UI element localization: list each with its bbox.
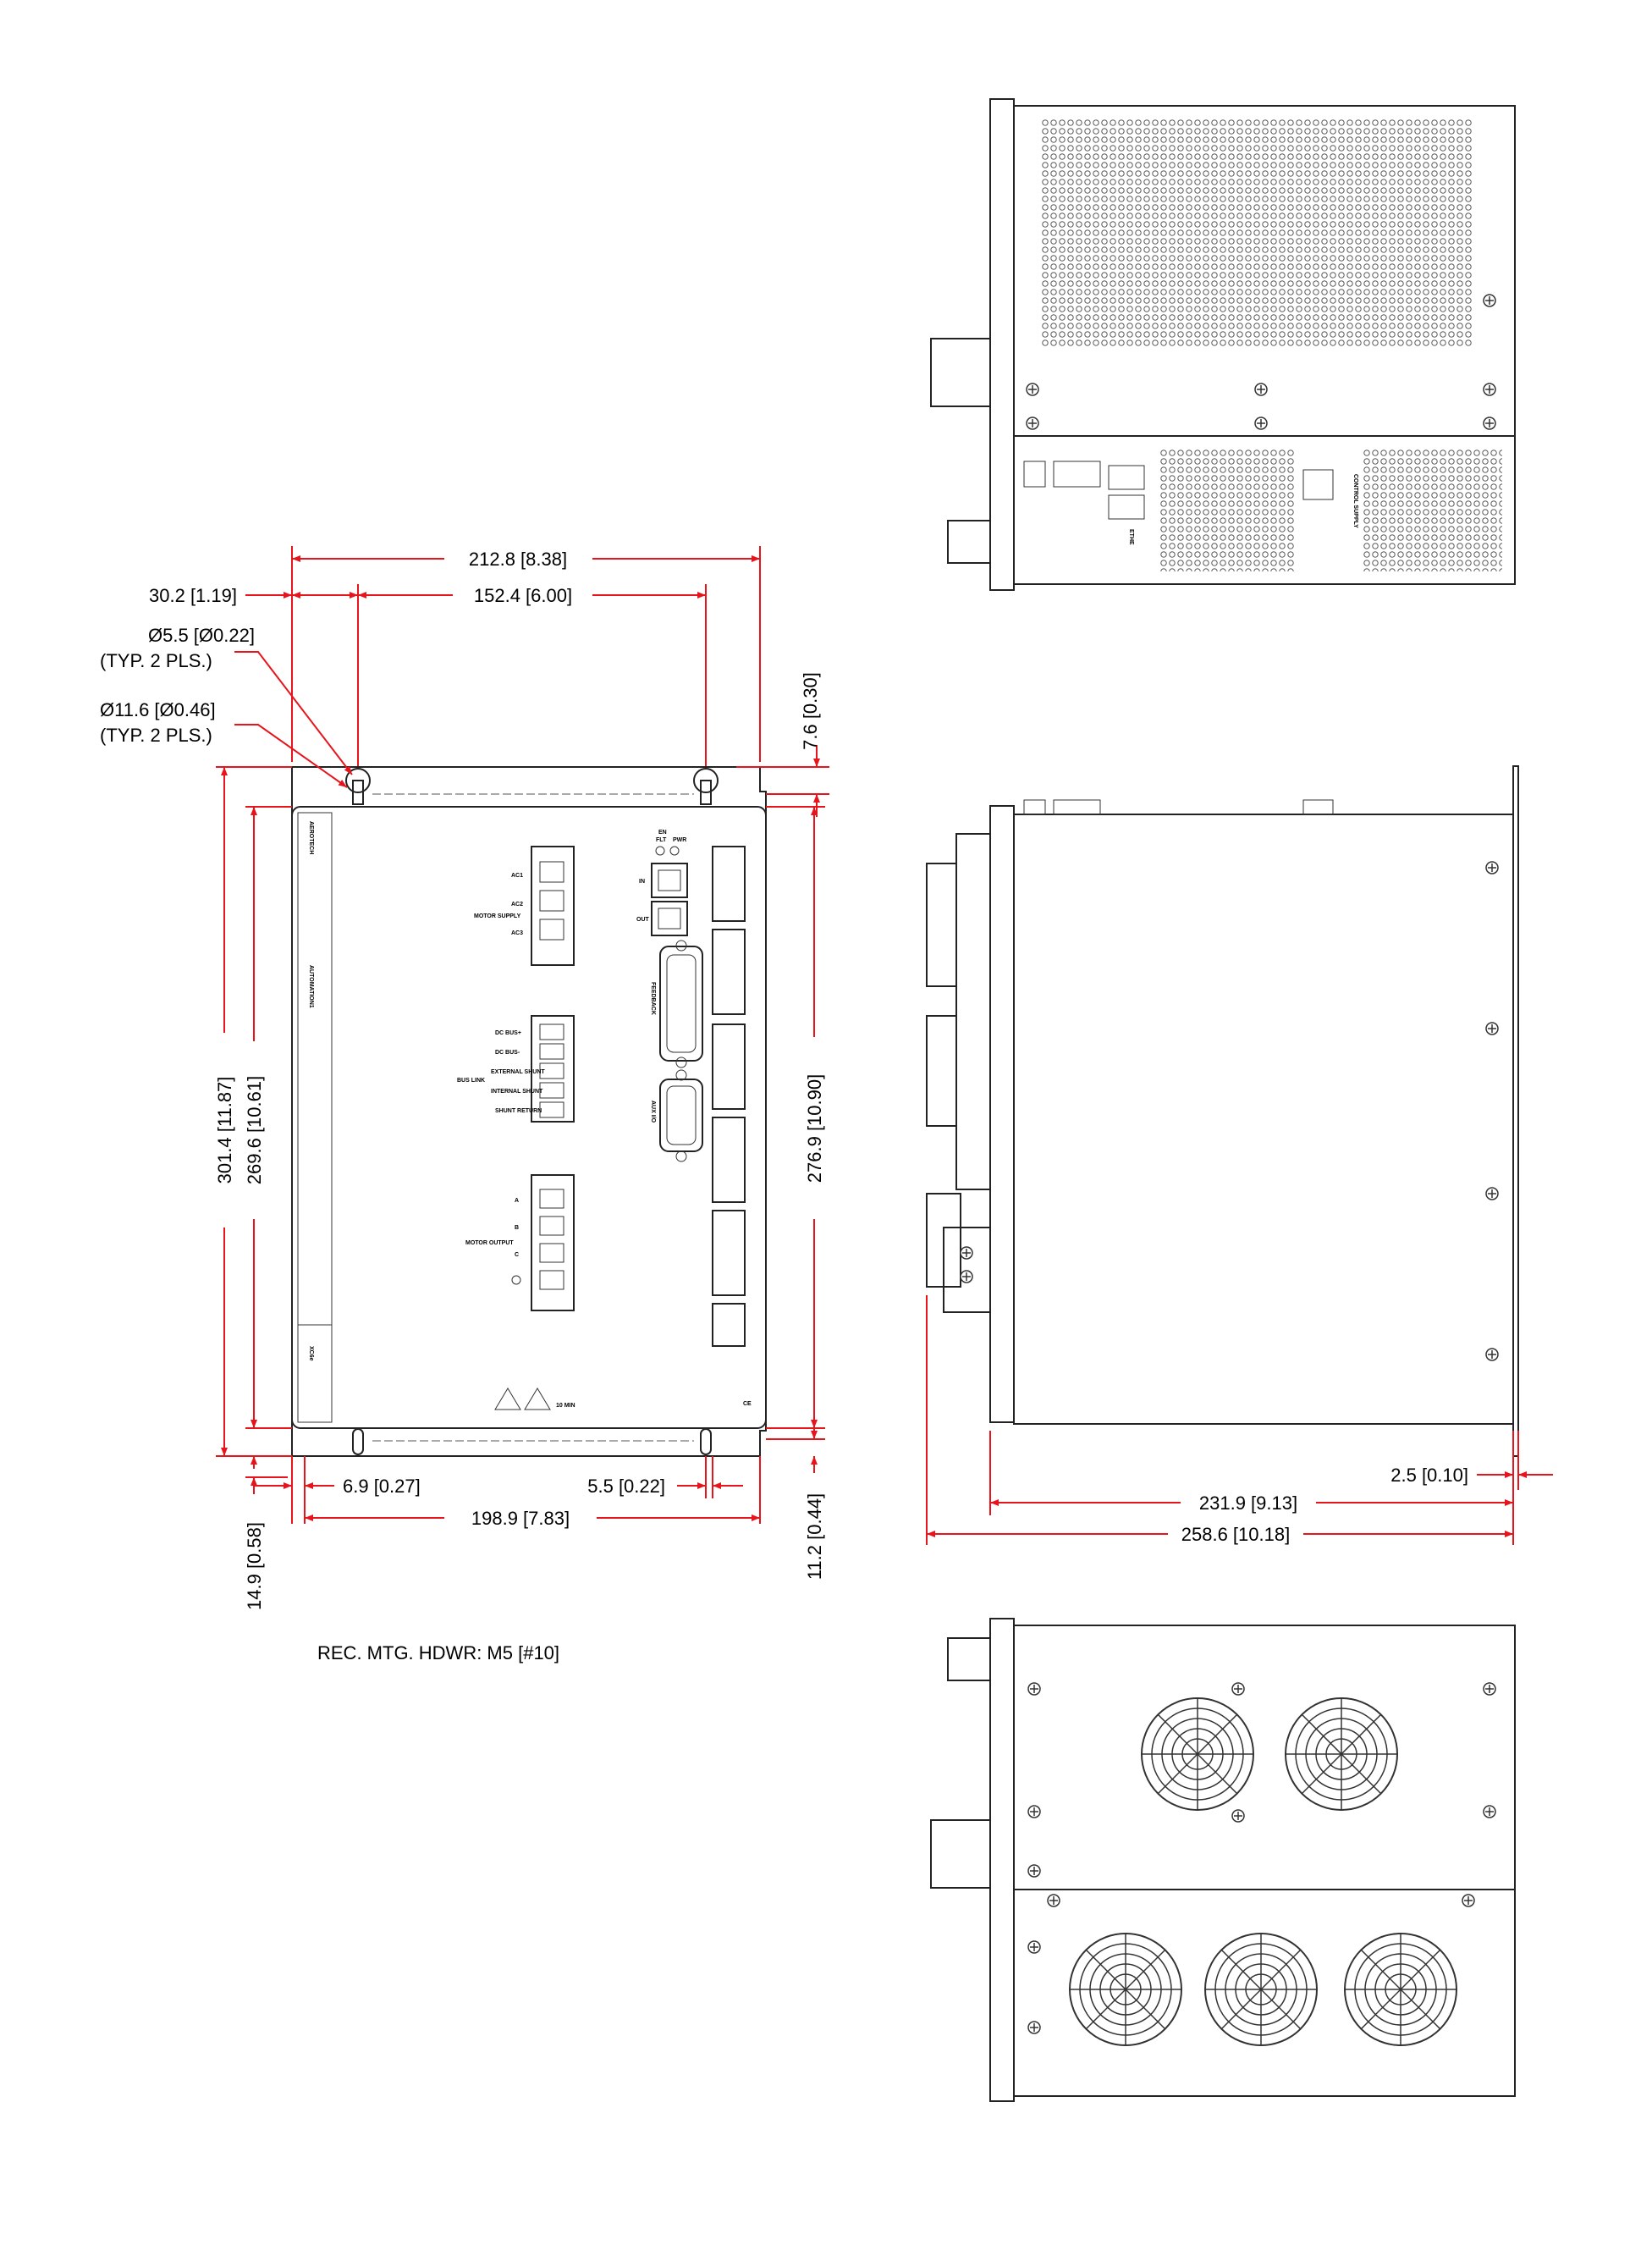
pin-b: B <box>515 1225 519 1231</box>
bus-label-4: INTERNAL SHUNT <box>491 1089 543 1095</box>
dim-bottom-offset-right: 11.2 [0.44] <box>804 1493 825 1580</box>
dim-slot-small-qty: (TYP. 2 PLS.) <box>100 650 212 671</box>
dim-left-offset: 30.2 [1.19] <box>149 585 237 606</box>
motor-supply-label: MOTOR SUPPLY <box>474 913 521 919</box>
dim-panel-height: 276.9 [10.90] <box>804 1074 825 1183</box>
dim-flange: 2.5 [0.10] <box>1390 1465 1468 1486</box>
feedback-connector: FEEDBACK <box>650 940 703 1068</box>
product-line-label: AUTOMATION1 <box>308 965 314 1008</box>
mounting-hardware-note: REC. MTG. HDWR: M5 [#10] <box>317 1642 559 1663</box>
port-in: IN <box>639 879 645 885</box>
ethe-port-label: ETHE <box>1128 529 1134 545</box>
keyhole-slot-bottom-left <box>352 1428 364 1455</box>
dim-bottom-offset-left: 14.9 [0.58] <box>244 1522 265 1610</box>
top-view: CONTROL SUPPLY ETHE <box>930 98 1516 591</box>
motor-output-connector: MOTOR OUTPUT A B C <box>465 1174 575 1311</box>
side-mount-plate <box>1512 765 1519 1457</box>
bus-label-3: EXTERNAL SHUNT <box>491 1069 545 1075</box>
dim-slot-large-qty: (TYP. 2 PLS.) <box>100 725 212 746</box>
dim-depth: 231.9 [9.13] <box>1199 1492 1297 1514</box>
bus-label-2: DC BUS- <box>495 1050 520 1056</box>
front-panel-body <box>291 806 767 1429</box>
motor-output-label: MOTOR OUTPUT <box>465 1240 514 1246</box>
brand-strip <box>297 812 333 1423</box>
aux-io-connector: AUX I/O <box>650 1069 703 1162</box>
mounting-plate-outline <box>291 766 767 1457</box>
side-view <box>926 765 1519 1457</box>
led-flt: FLT <box>656 837 667 843</box>
dim-bottom-slot: 5.5 [0.22] <box>587 1476 665 1497</box>
top-view-body <box>1013 105 1516 585</box>
motor-supply-connector: MOTOR SUPPLY AC1 AC2 AC3 <box>474 846 575 966</box>
dim-overall-width: 212.8 [8.38] <box>469 549 567 570</box>
warning-time: 10 MIN <box>556 1403 575 1409</box>
control-supply-label: CONTROL SUPPLY <box>1352 474 1358 528</box>
front-view: AEROTECH AUTOMATION1 XC6e MOTOR SUPPLY A… <box>291 766 767 1457</box>
bottom-view-flange <box>989 1618 1015 2102</box>
bottom-view-body <box>1013 1625 1516 2097</box>
dim-slot-large: Ø11.6 [Ø0.46] <box>100 699 216 720</box>
brand-logo: AEROTECH <box>308 821 314 854</box>
bottom-view <box>930 1618 1516 2102</box>
status-leds: EN FLT PWR <box>655 830 686 856</box>
pin-a: A <box>515 1198 519 1204</box>
side-dimensions: 2.5 [0.10] 231.9 [9.13] 258.6 [10.18] <box>926 1295 1553 1545</box>
pin-ac3: AC3 <box>511 930 523 936</box>
top-view-flange <box>989 98 1015 591</box>
keyhole-slot-top-right <box>693 768 719 805</box>
pin-ac2: AC2 <box>511 902 523 908</box>
keyhole-slot-bottom-right <box>700 1428 712 1455</box>
led-pwr: PWR <box>673 837 686 843</box>
bus-link-label: BUS LINK <box>457 1078 485 1084</box>
keyhole-slot-top-left <box>345 768 371 805</box>
side-connectors <box>955 833 991 1190</box>
bus-label-5: SHUNT RETURN <box>495 1108 542 1114</box>
port-out: OUT <box>636 917 650 923</box>
vent-holes-top <box>1041 119 1473 347</box>
vent-holes-left <box>1159 449 1295 571</box>
ground-icon <box>511 1275 521 1285</box>
bus-label-1: DC BUS+ <box>495 1030 521 1036</box>
feedback-label: FEEDBACK <box>650 982 656 1015</box>
dim-hole-vertical: 269.6 [10.61] <box>244 1076 265 1184</box>
vent-holes-right <box>1363 449 1502 571</box>
pin-ac1: AC1 <box>511 873 523 879</box>
pin-c: C <box>515 1252 519 1258</box>
dim-overall-depth: 258.6 [10.18] <box>1181 1524 1290 1545</box>
side-view-body <box>1013 814 1514 1425</box>
model-label: XC6e <box>308 1346 314 1361</box>
side-view-flange <box>989 805 1015 1423</box>
led-en: EN <box>658 830 667 836</box>
dim-bottom-left: 6.9 [0.27] <box>343 1476 421 1497</box>
dim-hole-spacing: 152.4 [6.00] <box>474 585 572 606</box>
dim-slot-small: Ø5.5 [Ø0.22] <box>148 625 255 646</box>
network-ports: IN OUT <box>636 863 688 936</box>
bus-connector: DC BUS+ DC BUS- EXTERNAL SHUNT INTERNAL … <box>457 1015 575 1123</box>
warning-symbols: 10 MIN <box>494 1388 575 1410</box>
aux-io-label: AUX I/O <box>650 1101 656 1123</box>
ce-mark: CE <box>743 1401 752 1407</box>
dim-top-offset: 7.6 [0.30] <box>800 672 821 750</box>
dim-overall-height: 301.4 [11.87] <box>214 1077 235 1184</box>
front-dimensions: 212.8 [8.38] 30.2 [1.19] 152.4 [6.00] Ø5… <box>100 546 829 1610</box>
io-terminal-column <box>712 846 746 1347</box>
dim-bottom-width: 198.9 [7.83] <box>471 1508 570 1529</box>
